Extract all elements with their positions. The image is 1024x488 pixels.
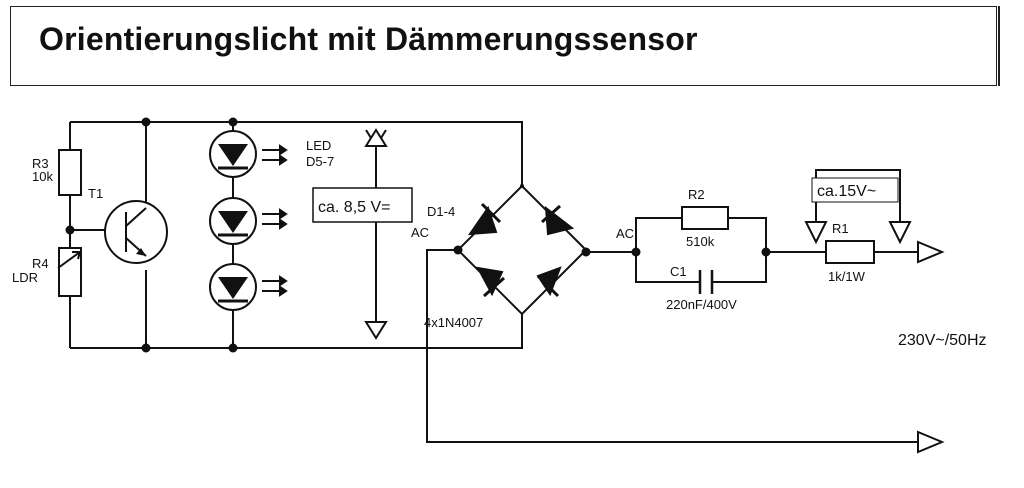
c1-label: C1: [670, 264, 687, 279]
c1-capacitor: [698, 270, 714, 294]
r3-value: 10k: [32, 169, 53, 184]
led-3: [209, 263, 257, 311]
r1-resistor: [825, 240, 875, 264]
ac-left-wire: [426, 249, 918, 443]
led-label: LED: [306, 138, 331, 153]
led-1: [209, 130, 257, 178]
bottom-output-arrow: [917, 430, 945, 454]
diode-type-label: 4x1N4007: [424, 315, 483, 330]
bottom-rail: [70, 335, 523, 349]
t1-transistor: [104, 200, 168, 264]
r2-value: 510k: [686, 234, 715, 249]
voltage-15-box: [811, 177, 899, 203]
r1-label: R1: [832, 221, 849, 236]
r1-value: 1k/1W: [828, 269, 866, 284]
ac-right-label: AC: [616, 226, 634, 241]
led-light-arrows: [262, 144, 288, 297]
mains-label: 230V~/50Hz: [898, 332, 987, 349]
voltage-85-box: [312, 187, 413, 223]
title-rule: [998, 6, 1000, 86]
ac-left-label: AC: [411, 225, 429, 240]
r4-label: R4: [32, 256, 49, 271]
ldr-label: LDR: [12, 270, 38, 285]
right-output-arrow: [917, 240, 945, 264]
voltage-85-arrows: [364, 128, 388, 340]
c1-value: 220nF/400V: [666, 297, 737, 312]
r2-label: R2: [688, 187, 705, 202]
diodes-label: D1-4: [427, 204, 455, 219]
t1-label: T1: [88, 186, 103, 201]
r3-label: R3: [32, 156, 49, 171]
r3-resistor: [58, 149, 82, 196]
r2-resistor: [681, 206, 729, 230]
ldr-light-arrow: [57, 251, 82, 269]
voltage-85-label: ca. 8,5 V=: [318, 199, 391, 216]
title-box: Orientierungslicht mit Dämmerungssensor: [10, 6, 997, 86]
led-range-label: D5-7: [306, 154, 334, 169]
bridge-diodes: [467, 202, 575, 298]
voltage-15-label: ca.15V~: [817, 183, 876, 200]
r4-ldr: [58, 247, 82, 297]
junction-dots: [65, 117, 771, 353]
diagram-title: Orientierungslicht mit Dämmerungssensor: [39, 21, 698, 57]
led-2: [209, 197, 257, 245]
top-rail: [70, 121, 523, 158]
